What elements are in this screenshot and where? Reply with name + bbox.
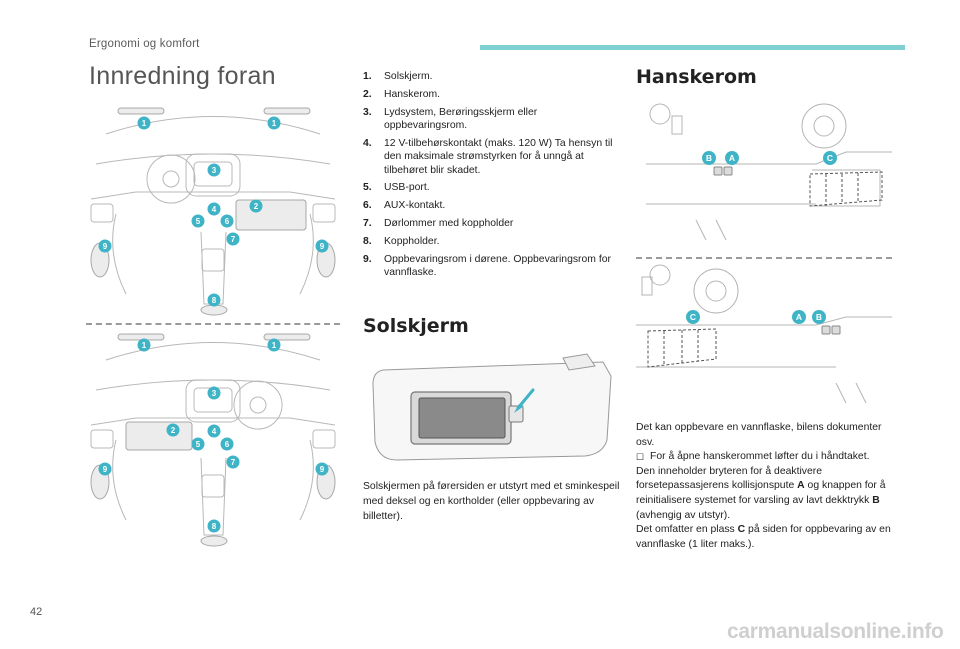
sun-visor-illustration (363, 350, 617, 465)
dashboard-diagram-rhd: 1 1 3 2 4 5 6 7 9 9 8 (86, 330, 340, 548)
badge-2: 2 (254, 202, 259, 211)
section-accent-bar (480, 45, 905, 50)
hanskerom-bullet: ☐For å åpne hanskerommet løfter du i hån… (636, 450, 896, 465)
badge-6-rhd: 6 (225, 440, 230, 449)
badge-8-rhd: 8 (212, 522, 217, 531)
badge-c-top: C (827, 153, 833, 163)
badge-6: 6 (225, 217, 230, 226)
badge-1b-rhd: 1 (272, 341, 277, 350)
badge-5-rhd: 5 (196, 440, 201, 449)
badge-a-bottom: A (796, 312, 802, 322)
list-item: 7.Dørlommer med koppholder (363, 218, 514, 229)
badge-9a-rhd: 9 (103, 465, 108, 474)
badge-8: 8 (212, 296, 217, 305)
badge-b-bottom: B (816, 312, 822, 322)
badge-7: 7 (231, 235, 236, 244)
badge-9b: 9 (320, 242, 325, 251)
component-list: 1.Solskjerm. 2.Hanskerom. 3.Lydsystem, B… (363, 70, 618, 284)
hanskerom-paragraph-2: Den inneholder bryteren for å deaktivere… (636, 465, 886, 521)
watermark: carmanualsonline.info (727, 620, 944, 643)
glovebox-illustration-lhd: B A C (636, 100, 892, 252)
badge-5: 5 (196, 217, 201, 226)
badge-9a: 9 (103, 242, 108, 251)
diagram-divider (86, 323, 340, 325)
page-title: Innredning foran (89, 62, 276, 90)
solskjerm-heading: Solskjerm (363, 315, 469, 337)
badge-1b: 1 (272, 119, 277, 128)
list-item: 3.Lydsystem, Berøringsskjerm eller oppbe… (363, 106, 538, 131)
list-item: 6.AUX-kontakt. (363, 200, 446, 212)
hanskerom-paragraph-3: Det omfatter en plass C på siden for opp… (636, 524, 891, 550)
badge-3-rhd: 3 (212, 389, 217, 398)
hanskerom-description: Det kan oppbevare en vannflaske, bilens … (636, 421, 896, 552)
list-item: 5.USB-port. (363, 182, 430, 194)
glovebox-illustration-rhd: C A B (636, 263, 892, 413)
section-header: Ergonomi og komfort (89, 38, 200, 50)
badge-4-rhd: 4 (212, 427, 217, 436)
badge-2-rhd: 2 (171, 426, 176, 435)
badge-3: 3 (212, 166, 217, 175)
dashboard-diagram-lhd: 1 1 3 2 4 5 6 7 9 9 8 (86, 104, 340, 316)
badge-c-bottom: C (690, 312, 696, 322)
list-item: 1.Solskjerm. (363, 71, 433, 82)
glovebox-divider (636, 257, 892, 259)
list-item: 2.Hanskerom. (363, 88, 441, 100)
list-item: 8.Koppholder. (363, 235, 440, 247)
badge-1a-rhd: 1 (142, 341, 147, 350)
list-item: 4.12 V-tilbehørskontakt (maks. 120 W) Ta… (363, 137, 613, 176)
badge-7-rhd: 7 (231, 458, 236, 467)
solskjerm-description: Solskjermen på førersiden er utstyrt med… (363, 481, 620, 522)
badge-9b-rhd: 9 (320, 465, 325, 474)
hanskerom-paragraph-1: Det kan oppbevare en vannflaske, bilens … (636, 422, 882, 448)
bullet-arrow-icon: ☐ (636, 452, 645, 463)
list-item: 9.Oppbevaringsrom i dørene. Oppbevarings… (363, 253, 611, 278)
badge-4: 4 (212, 205, 217, 214)
badge-1a: 1 (142, 119, 147, 128)
hanskerom-heading: Hanskerom (636, 66, 757, 88)
badge-b-top: B (706, 153, 712, 163)
page-number: 42 (30, 606, 43, 618)
badge-a-top: A (729, 153, 735, 163)
